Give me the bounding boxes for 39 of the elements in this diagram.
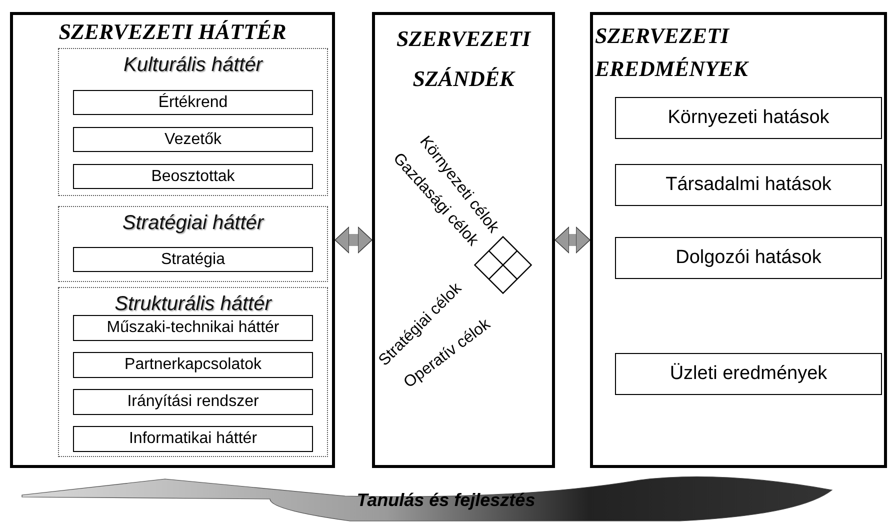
item-box xyxy=(73,247,313,272)
panel-title: SZERVEZETI HÁTTÉR xyxy=(58,19,288,45)
item-box xyxy=(73,164,313,189)
item-box xyxy=(73,127,313,152)
group-heading: Strukturális háttér xyxy=(114,292,273,316)
item-label: Környezeti hatások xyxy=(668,107,830,129)
group-box xyxy=(58,48,328,196)
item-label: Értékrend xyxy=(158,94,228,112)
item-label: Dolgozói hatások xyxy=(676,247,822,269)
item-box xyxy=(615,237,882,279)
double-arrow xyxy=(334,226,372,254)
item-label: Stratégia xyxy=(160,250,226,268)
item-label: Beosztottak xyxy=(151,168,235,186)
double-arrow xyxy=(554,226,590,254)
item-box xyxy=(615,353,882,395)
item-label: Vezetők xyxy=(164,130,222,148)
item-box xyxy=(73,426,313,452)
item-box xyxy=(73,315,313,341)
panel-title: SZERVEZETI EREDMÉNYEK xyxy=(595,22,750,83)
item-box xyxy=(615,164,882,206)
group-heading: Kulturális háttér xyxy=(122,53,264,77)
banner-label: Tanulás és fejlesztés xyxy=(356,490,536,511)
item-box xyxy=(615,97,882,139)
item-label: Partnerkapcsolatok xyxy=(124,356,262,374)
item-box xyxy=(73,389,313,415)
item-label: Társadalmi hatások xyxy=(666,174,832,196)
group-heading: Stratégiai háttér xyxy=(121,211,266,235)
panel-box xyxy=(10,12,335,468)
item-box xyxy=(73,90,313,115)
panel-box xyxy=(590,12,887,468)
panel-box xyxy=(372,12,555,468)
group-box xyxy=(58,287,328,457)
item-label: Irányítási rendszer xyxy=(127,393,259,411)
item-label: Informatikai háttér xyxy=(128,430,258,448)
item-label: Műszaki-technikai háttér xyxy=(106,319,280,337)
item-box xyxy=(73,352,313,378)
panel-title: SZERVEZETI SZÁNDÉK xyxy=(395,25,532,93)
item-label: Üzleti eredmények xyxy=(670,363,828,385)
group-box xyxy=(58,206,328,282)
